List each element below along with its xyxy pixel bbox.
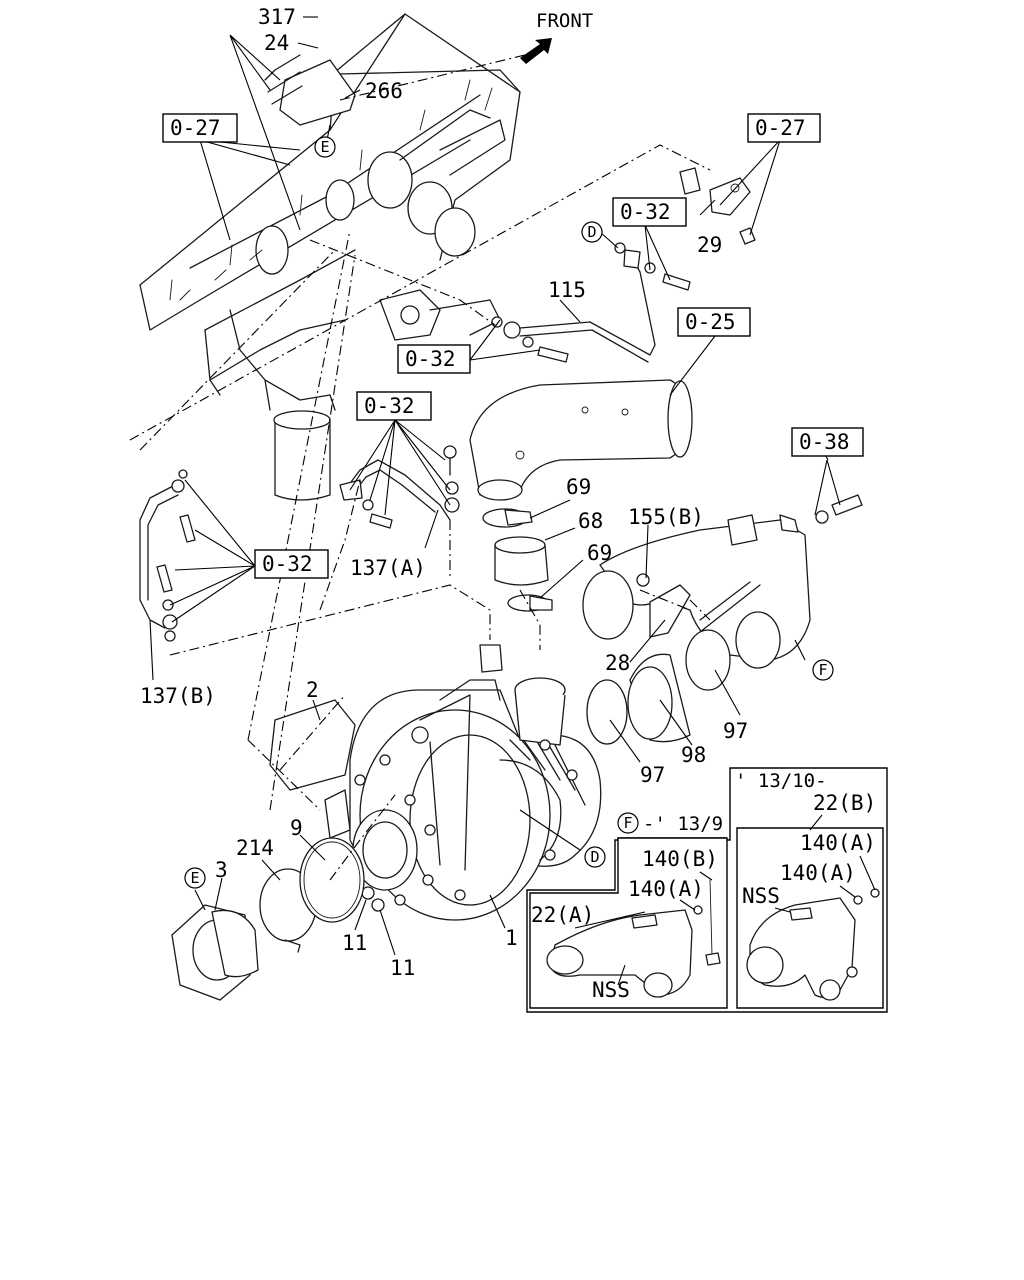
- ref-box-0-32-mid-label: 0-32: [405, 347, 456, 371]
- inset-left: F -' 13/9 140(B) 140(A) 22(A) NSS: [529, 812, 728, 1009]
- part-label-9[interactable]: 9: [290, 816, 303, 840]
- ref-box-0-32-left[interactable]: 0-32: [254, 549, 329, 579]
- part-label-22b[interactable]: 22(B): [813, 791, 876, 815]
- ref-box-0-32-upper-left[interactable]: 0-32: [356, 391, 432, 421]
- oil-tube-137a-drawing: [339, 445, 460, 529]
- part-label-22a[interactable]: 22(A): [531, 903, 594, 927]
- hose-68-clamps-69-drawing: [482, 508, 553, 612]
- part-label-69-upper[interactable]: 69: [566, 475, 591, 499]
- part-label-140a-inset-right-1[interactable]: 140(A): [800, 831, 876, 855]
- housing-bolts-drawing: [354, 739, 578, 906]
- circle-e-flange: E: [184, 867, 206, 889]
- bracket-29-drawing: [679, 167, 756, 245]
- ref-box-0-27-right[interactable]: 0-27: [747, 113, 821, 143]
- part-label-137b[interactable]: 137(B): [140, 684, 216, 708]
- part-label-24[interactable]: 24: [264, 31, 289, 55]
- circle-f-inset-label: F: [623, 814, 632, 832]
- part-label-1[interactable]: 1: [505, 926, 518, 950]
- circle-e-flange-label: E: [190, 869, 199, 887]
- ref-box-0-27-left-label: 0-27: [170, 116, 221, 140]
- part-label-69-lower[interactable]: 69: [587, 541, 612, 565]
- circle-f-right-label: F: [818, 661, 827, 679]
- pipe-22a-drawing: [546, 879, 721, 998]
- part-label-98[interactable]: 98: [681, 743, 706, 767]
- flange-3-ring-214-seal-9-drawing: [171, 837, 365, 1001]
- part-label-29[interactable]: 29: [697, 233, 722, 257]
- part-label-97-right[interactable]: 97: [723, 719, 748, 743]
- ref-box-0-32-top-label: 0-32: [620, 200, 671, 224]
- pipe-22b-drawing: [746, 888, 880, 1001]
- part-label-3[interactable]: 3: [215, 858, 228, 882]
- circle-e-top: E: [314, 136, 336, 158]
- part-label-140a-inset-left[interactable]: 140(A): [628, 877, 704, 901]
- ref-box-0-25[interactable]: 0-25: [677, 307, 751, 337]
- inset-right: ' 13/10- 22(B) 140(A) 140(A) NSS: [735, 770, 884, 1009]
- nss-label-right: NSS: [742, 884, 780, 908]
- oil-tube-137b-drawing: [139, 469, 196, 642]
- part-label-266[interactable]: 266: [365, 79, 403, 103]
- circle-d-top-label: D: [587, 223, 596, 241]
- part-label-97-left[interactable]: 97: [640, 763, 665, 787]
- circle-e-top-label: E: [320, 138, 329, 156]
- front-arrow: [520, 38, 552, 64]
- ref-box-0-27-right-label: 0-27: [755, 116, 806, 140]
- circle-f-right: F: [812, 659, 834, 681]
- inset-right-header: ' 13/10-: [735, 770, 827, 792]
- circle-d-turbo-label: D: [590, 848, 599, 866]
- part-label-155b[interactable]: 155(B): [628, 505, 704, 529]
- ref-box-0-27-left[interactable]: 0-27: [162, 113, 238, 143]
- oil-pipe-115-drawing: [491, 242, 691, 363]
- assembly-lines: [129, 54, 711, 881]
- part-label-317[interactable]: 317: [258, 5, 296, 29]
- ref-box-0-32-left-label: 0-32: [262, 552, 313, 576]
- ref-box-0-25-label: 0-25: [685, 310, 736, 334]
- part-label-2[interactable]: 2: [306, 678, 319, 702]
- part-label-137a[interactable]: 137(A): [350, 556, 426, 580]
- front-label: FRONT: [536, 10, 593, 32]
- ref-box-0-38-label: 0-38: [799, 430, 850, 454]
- part-label-115[interactable]: 115: [548, 278, 586, 302]
- ref-box-0-32-upper-left-label: 0-32: [364, 394, 415, 418]
- part-label-214[interactable]: 214: [236, 836, 274, 860]
- ref-box-0-38[interactable]: 0-38: [791, 427, 864, 457]
- part-label-68[interactable]: 68: [578, 509, 603, 533]
- engine-block-drawing: [139, 13, 521, 501]
- turbocharger-drawing: [324, 644, 602, 921]
- gasket-2-drawing: [269, 699, 356, 791]
- part-label-11-left[interactable]: 11: [342, 931, 367, 955]
- part-label-11-right[interactable]: 11: [390, 956, 415, 980]
- circle-f-inset: F: [617, 812, 639, 834]
- ref-box-0-32-mid[interactable]: 0-32: [397, 344, 471, 374]
- inset-left-header: -' 13/9: [643, 813, 723, 835]
- intake-pipe-drawing: [582, 494, 863, 669]
- circle-d-top: D: [581, 221, 603, 243]
- hose-98-clamps-97-drawing: [586, 629, 731, 745]
- part-label-28[interactable]: 28: [605, 651, 630, 675]
- nss-label-left: NSS: [592, 978, 630, 1002]
- part-label-140a-inset-right-2[interactable]: 140(A): [780, 861, 856, 885]
- part-label-140b-inset[interactable]: 140(B): [642, 847, 718, 871]
- exhaust-elbow-drawing: [469, 379, 693, 501]
- ref-box-0-32-top[interactable]: 0-32: [612, 197, 687, 227]
- circle-d-turbo: D: [584, 846, 606, 868]
